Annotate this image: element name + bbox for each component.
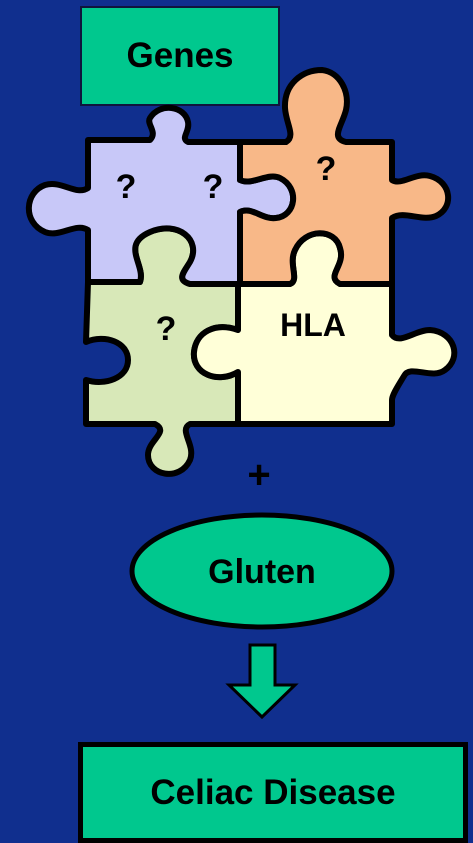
gluten-label: Gluten	[208, 553, 316, 591]
question-mark-2: ?	[203, 168, 224, 206]
question-mark-4: ?	[156, 310, 177, 348]
down-arrow-icon	[229, 645, 295, 717]
celiac-disease-label: Celiac Disease	[150, 773, 395, 813]
puzzle-piece-top-right	[240, 70, 448, 284]
question-mark-3: ?	[316, 150, 337, 188]
plus-sign: +	[247, 453, 270, 497]
hla-label: HLA	[280, 307, 346, 343]
celiac-disease-box: Celiac Disease	[78, 742, 468, 843]
question-mark-1: ?	[116, 168, 137, 206]
